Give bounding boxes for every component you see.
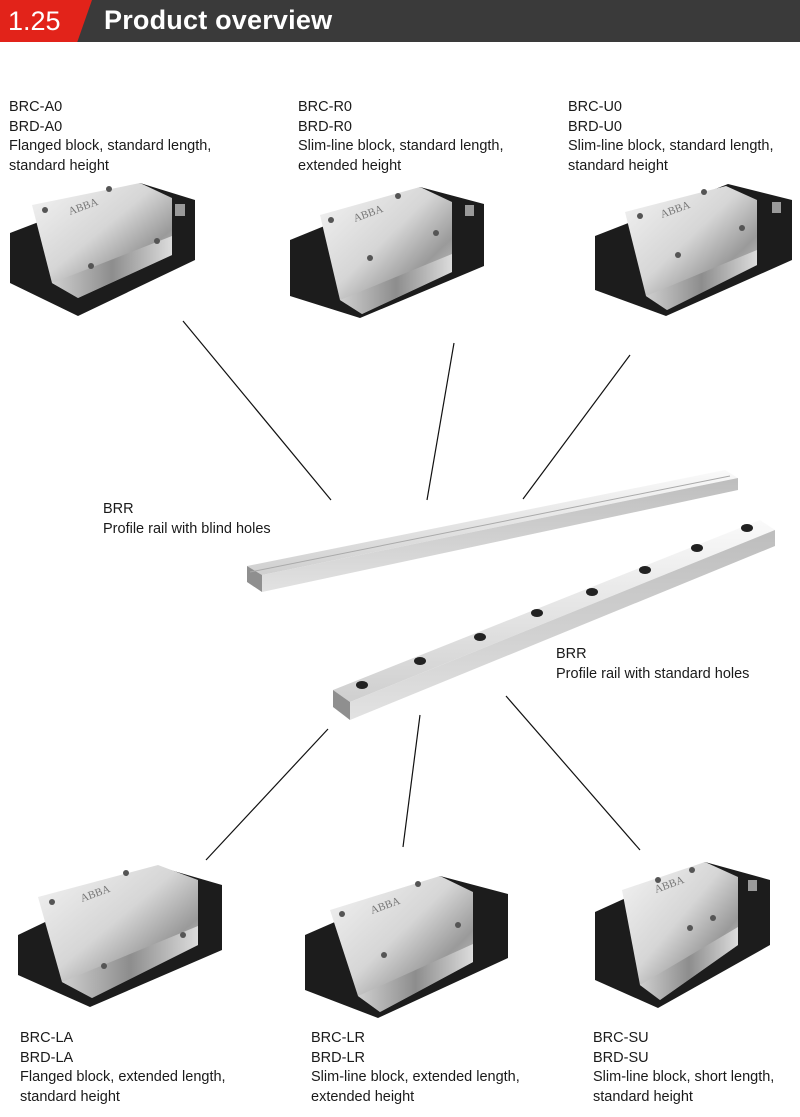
label-rail-blind: BRR Profile rail with blind holes xyxy=(103,500,271,539)
rail-hole xyxy=(639,566,651,574)
block-su-image: ABBA xyxy=(595,862,770,1008)
label-rail-blind-line-1: BRR xyxy=(103,501,134,517)
label-rail-standard: BRR Profile rail with standard holes xyxy=(556,645,749,684)
block-lr-image: ABBA xyxy=(305,876,508,1018)
rail-hole xyxy=(531,609,543,617)
label-r0-line-1: BRC-R0 xyxy=(298,99,352,115)
section-header: 1.25 Product overview xyxy=(0,0,800,42)
label-la-line-3: Flanged block, extended length, xyxy=(20,1069,226,1085)
label-la-line-1: BRC-LA xyxy=(20,1030,74,1046)
label-r0-line-2: BRD-R0 xyxy=(298,118,352,135)
label-su-line-1: BRC-SU xyxy=(593,1030,649,1046)
label-lr-line-4: extended height xyxy=(311,1088,415,1105)
section-title: Product overview xyxy=(104,5,333,35)
block-r0-image: ABBA xyxy=(290,187,484,318)
label-u0-line-4: standard height xyxy=(568,157,668,174)
label-lr-line-2: BRD-LR xyxy=(311,1049,365,1066)
rail-hole xyxy=(586,588,598,596)
rail-hole xyxy=(356,681,368,689)
rail-hole xyxy=(691,544,703,552)
block-u0-image: ABBA xyxy=(595,184,792,316)
label-su-line-4: standard height xyxy=(593,1088,693,1105)
label-su-line-2: BRD-SU xyxy=(593,1049,649,1066)
label-r0: BRC-R0 BRD-R0 Slim-line block, standard … xyxy=(298,98,504,176)
block-la-image: ABBA xyxy=(18,865,222,1007)
connector-a0 xyxy=(182,320,332,501)
connector-lines xyxy=(182,320,641,861)
label-la-line-2: BRD-LA xyxy=(20,1049,74,1066)
label-u0: BRC-U0 BRD-U0 Slim-line block, standard … xyxy=(568,98,774,176)
label-a0-line-1: BRC-A0 xyxy=(9,99,63,115)
rail-hole xyxy=(414,657,426,665)
label-lr-line-3: Slim-line block, extended length, xyxy=(311,1069,520,1085)
label-la-line-4: standard height xyxy=(20,1088,120,1105)
label-rail-standard-line-1: BRR xyxy=(556,646,587,662)
label-rail-blind-line-2: Profile rail with blind holes xyxy=(103,520,271,537)
rail-standard-holes xyxy=(333,520,775,720)
connector-la xyxy=(205,728,329,861)
rail-mounting-holes xyxy=(356,524,753,689)
label-rail-standard-line-2: Profile rail with standard holes xyxy=(556,665,750,682)
connector-su xyxy=(505,695,641,851)
connector-lr xyxy=(402,714,421,848)
label-a0-line-4: standard height xyxy=(9,157,109,174)
label-a0-line-3: Flanged block, standard length, xyxy=(9,138,212,154)
block-a0-image: ABBA xyxy=(10,183,195,316)
label-su: BRC-SU BRD-SU Slim-line block, short len… xyxy=(593,1029,774,1107)
label-lr-line-1: BRC-LR xyxy=(311,1030,365,1046)
label-su-line-3: Slim-line block, short length, xyxy=(593,1069,775,1085)
label-lr: BRC-LR BRD-LR Slim-line block, extended … xyxy=(311,1029,520,1107)
connector-r0 xyxy=(426,342,455,501)
label-u0-line-2: BRD-U0 xyxy=(568,118,622,135)
rail-hole xyxy=(741,524,753,532)
connector-u0 xyxy=(522,354,631,500)
label-u0-line-3: Slim-line block, standard length, xyxy=(568,138,774,154)
label-la: BRC-LA BRD-LA Flanged block, extended le… xyxy=(20,1029,226,1107)
label-u0-line-1: BRC-U0 xyxy=(568,99,622,115)
label-r0-line-4: extended height xyxy=(298,157,402,174)
rail-blind-holes xyxy=(247,470,738,592)
rail-hole xyxy=(474,633,486,641)
label-a0-line-2: BRD-A0 xyxy=(9,118,63,135)
label-a0: BRC-A0 BRD-A0 Flanged block, standard le… xyxy=(9,98,211,176)
label-r0-line-3: Slim-line block, standard length, xyxy=(298,138,504,154)
section-number: 1.25 xyxy=(0,0,92,42)
